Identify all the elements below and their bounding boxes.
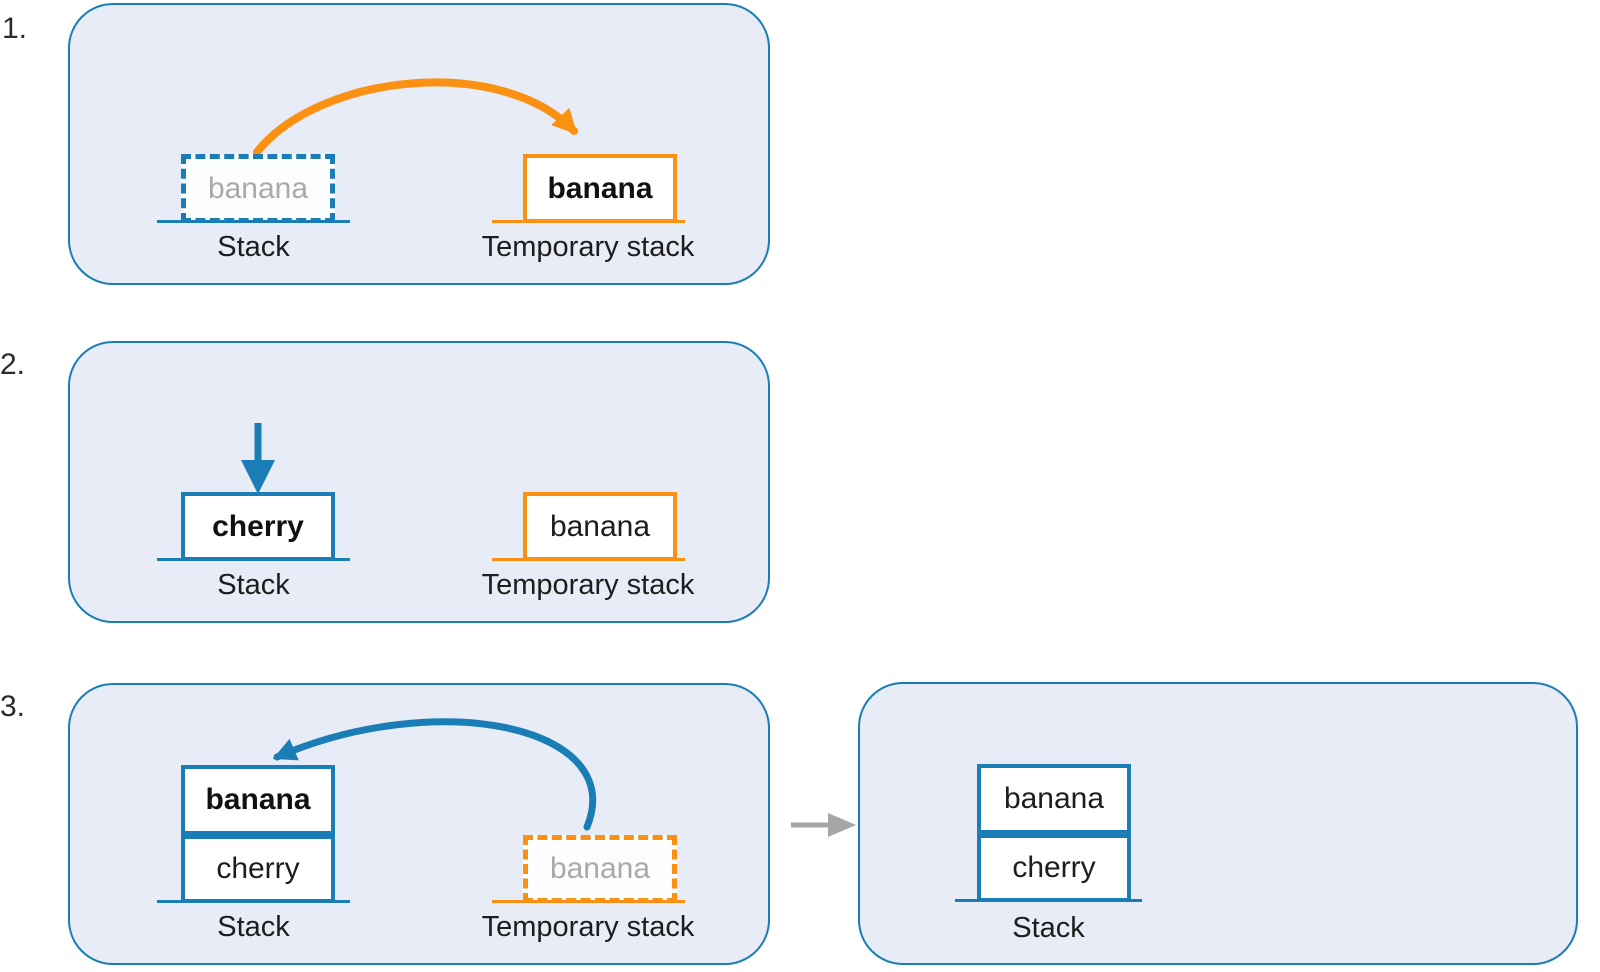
stack-item-label: cherry bbox=[1012, 851, 1096, 884]
step-3-panel: banana cherry Stack banana Temporary sta… bbox=[68, 683, 770, 965]
step-2-panel: cherry Stack banana Temporary stack bbox=[68, 341, 770, 623]
stack-item-cherry: cherry bbox=[977, 834, 1131, 902]
stack-item-label: banana bbox=[205, 783, 311, 816]
step-2-number: 2. bbox=[0, 348, 26, 381]
temp-stack-caption: Temporary stack bbox=[481, 231, 695, 263]
stack-item-label: cherry bbox=[212, 509, 304, 543]
temp-stack-baseline bbox=[492, 558, 685, 561]
stack-item-label: banana bbox=[207, 171, 309, 205]
temp-stack-baseline bbox=[492, 220, 685, 223]
stack-caption: Stack bbox=[217, 911, 290, 943]
temp-item-label: banana bbox=[549, 509, 651, 543]
stack-item-banana-ghost: banana bbox=[181, 154, 335, 223]
stack-item-cherry: cherry bbox=[181, 835, 335, 903]
temp-stack-caption: Temporary stack bbox=[481, 569, 695, 601]
temp-stack-baseline bbox=[492, 900, 685, 903]
stack-item-cherry: cherry bbox=[181, 492, 335, 561]
stack-item-banana: banana bbox=[977, 764, 1131, 834]
stack-item-banana: banana bbox=[181, 765, 335, 835]
stack-caption: Stack bbox=[217, 569, 290, 601]
stack-caption: Stack bbox=[217, 231, 290, 263]
stack-baseline bbox=[157, 558, 350, 561]
temp-item-banana: banana bbox=[523, 492, 677, 561]
stack-baseline bbox=[157, 900, 350, 903]
temp-stack-caption: Temporary stack bbox=[481, 911, 695, 943]
result-panel: banana cherry Stack bbox=[858, 682, 1578, 965]
step-1-panel: banana Stack banana Temporary stack bbox=[68, 3, 770, 285]
result-arrow-icon bbox=[791, 813, 856, 837]
stack-item-label: cherry bbox=[216, 852, 300, 885]
step-1-number: 1. bbox=[2, 12, 28, 45]
stack-baseline bbox=[955, 899, 1142, 902]
step-3-number: 3. bbox=[0, 690, 26, 723]
temp-item-label: banana bbox=[549, 852, 651, 885]
temp-item-banana-ghost: banana bbox=[523, 835, 677, 903]
temp-item-label: banana bbox=[547, 171, 653, 205]
stack-baseline bbox=[157, 220, 350, 223]
stack-caption: Stack bbox=[1012, 912, 1085, 944]
temp-item-banana: banana bbox=[523, 154, 677, 223]
stack-item-label: banana bbox=[1003, 782, 1105, 815]
